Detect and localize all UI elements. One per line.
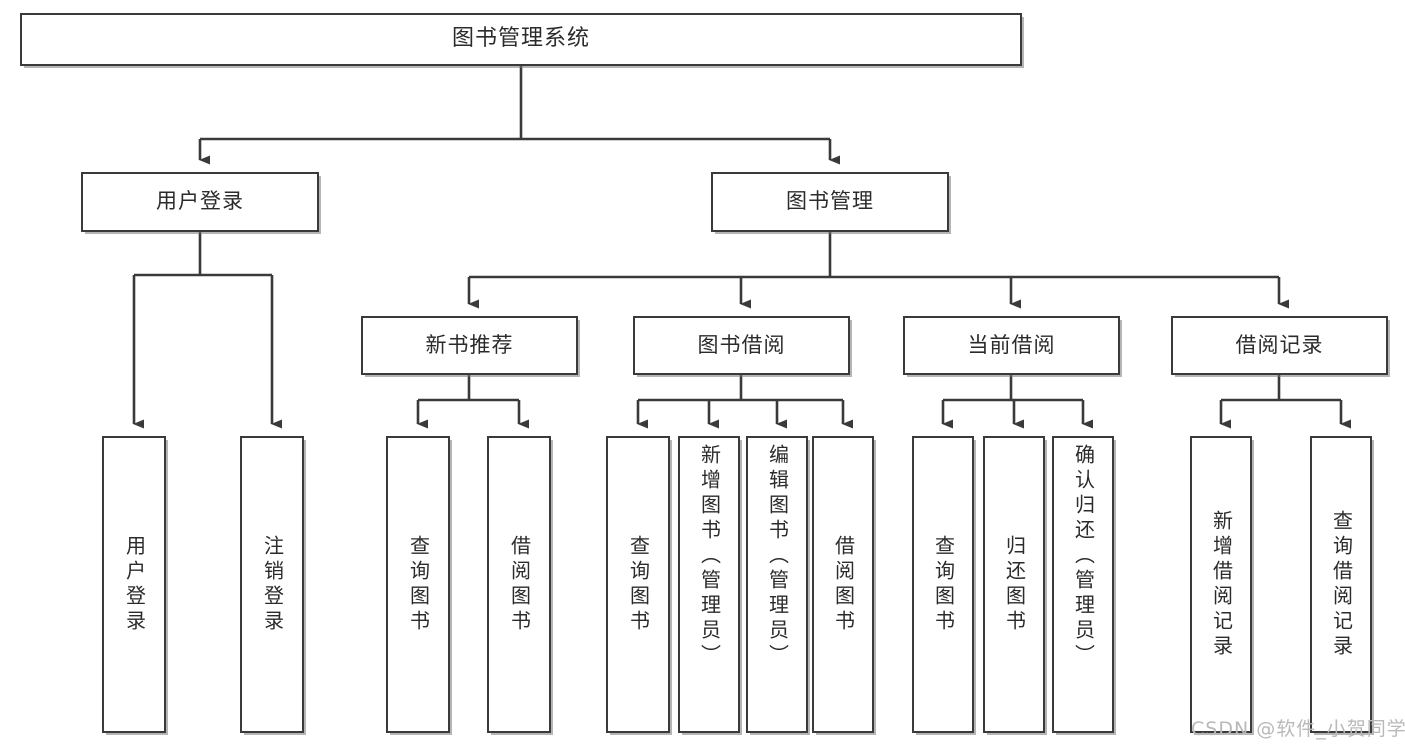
node-leaf-query-book-2[interactable]: 查询图书 bbox=[606, 436, 670, 733]
node-leaf-confirm-return-label: 确认归还（管理员） bbox=[1071, 444, 1096, 669]
node-current-borrow[interactable]: 当前借阅 bbox=[903, 316, 1120, 375]
node-new-book-rec-label: 新书推荐 bbox=[425, 332, 514, 357]
node-root-label: 图书管理系统 bbox=[451, 26, 590, 52]
node-user-login[interactable]: 用户登录 bbox=[81, 172, 319, 232]
node-new-book-rec[interactable]: 新书推荐 bbox=[361, 316, 578, 375]
node-leaf-edit-book[interactable]: 编辑图书（管理员） bbox=[746, 436, 808, 733]
node-leaf-borrow-book-2[interactable]: 借阅图书 bbox=[812, 436, 874, 733]
node-leaf-edit-book-label: 编辑图书（管理员） bbox=[765, 444, 790, 669]
node-leaf-return-book[interactable]: 归还图书 bbox=[983, 436, 1045, 733]
node-leaf-logout[interactable]: 注销登录 bbox=[240, 436, 304, 733]
node-leaf-borrow-book-2-label: 借阅图书 bbox=[831, 534, 856, 635]
node-leaf-add-book[interactable]: 新增图书（管理员） bbox=[678, 436, 740, 733]
node-leaf-query-record[interactable]: 查询借阅记录 bbox=[1310, 436, 1372, 733]
node-book-manage[interactable]: 图书管理 bbox=[711, 172, 949, 232]
node-leaf-user-login-label: 用户登录 bbox=[122, 534, 147, 635]
watermark-csdn: CSDN @软件_小贺同学 bbox=[1191, 718, 1405, 740]
node-leaf-query-record-label: 查询借阅记录 bbox=[1329, 509, 1354, 660]
node-leaf-query-book-3-label: 查询图书 bbox=[931, 534, 956, 635]
node-leaf-user-login[interactable]: 用户登录 bbox=[102, 436, 166, 733]
node-book-borrow-label: 图书借阅 bbox=[697, 332, 786, 357]
node-leaf-query-book-1-label: 查询图书 bbox=[406, 534, 431, 635]
node-book-borrow[interactable]: 图书借阅 bbox=[633, 316, 850, 375]
node-leaf-query-book-3[interactable]: 查询图书 bbox=[912, 436, 974, 733]
node-user-login-label: 用户登录 bbox=[156, 189, 244, 214]
node-leaf-query-book-2-label: 查询图书 bbox=[626, 534, 651, 635]
node-leaf-confirm-return[interactable]: 确认归还（管理员） bbox=[1052, 436, 1114, 733]
node-root[interactable]: 图书管理系统 bbox=[20, 13, 1022, 66]
node-leaf-query-book-1[interactable]: 查询图书 bbox=[386, 436, 450, 733]
node-borrow-record[interactable]: 借阅记录 bbox=[1171, 316, 1388, 375]
node-current-borrow-label: 当前借阅 bbox=[967, 332, 1056, 357]
node-leaf-borrow-book-1[interactable]: 借阅图书 bbox=[487, 436, 551, 733]
node-leaf-borrow-book-1-label: 借阅图书 bbox=[507, 534, 532, 635]
node-leaf-return-book-label: 归还图书 bbox=[1002, 534, 1027, 635]
node-book-manage-label: 图书管理 bbox=[786, 189, 874, 214]
node-leaf-add-record-label: 新增借阅记录 bbox=[1209, 509, 1234, 660]
node-leaf-logout-label: 注销登录 bbox=[260, 534, 285, 635]
node-leaf-add-record[interactable]: 新增借阅记录 bbox=[1190, 436, 1252, 733]
node-borrow-record-label: 借阅记录 bbox=[1235, 332, 1324, 357]
node-leaf-add-book-label: 新增图书（管理员） bbox=[697, 444, 722, 669]
